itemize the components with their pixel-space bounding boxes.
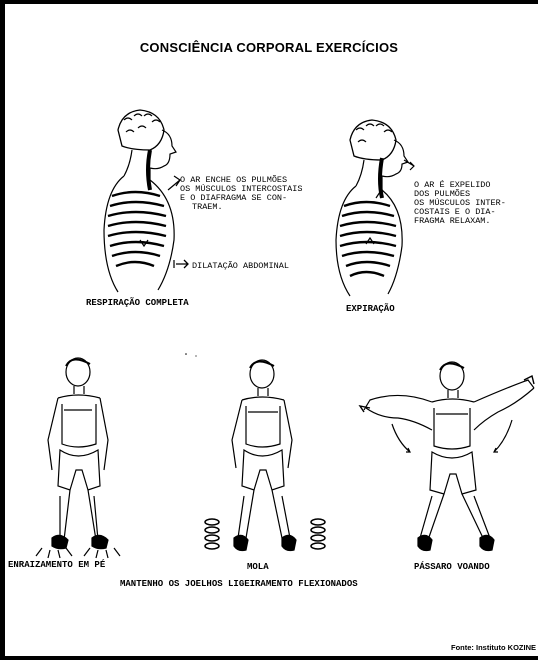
figure-enraizamento — [36, 358, 120, 558]
source-credit: Fonte: Instituto KOZINE — [451, 643, 536, 652]
figure-mola — [205, 360, 325, 551]
abdominal-label: DILATAÇÃO ABDOMINAL — [192, 262, 289, 272]
caption-respiracao-completa: RESPIRAÇÃO COMPLETA — [86, 298, 189, 308]
breathing-figure-inspiration — [104, 110, 188, 292]
caption-passaro-voando: PÁSSARO VOANDO — [414, 562, 490, 572]
inspiration-line-4: TRAEM. — [192, 203, 223, 213]
breathing-figure-expiration — [336, 120, 414, 296]
caption-mola: MOLA — [247, 562, 269, 572]
expiration-line-5: FRAGMA RELAXAM. — [414, 217, 491, 227]
caption-expiracao: EXPIRAÇÃO — [346, 304, 395, 314]
note-joelhos: MANTENHO OS JOELHOS LIGEIRAMENTO FLEXION… — [120, 579, 358, 589]
figure-passaro-voando — [360, 362, 534, 551]
stray-marks — [185, 353, 196, 356]
caption-enraizamento: ENRAIZAMENTO EM PÉ — [8, 560, 105, 570]
